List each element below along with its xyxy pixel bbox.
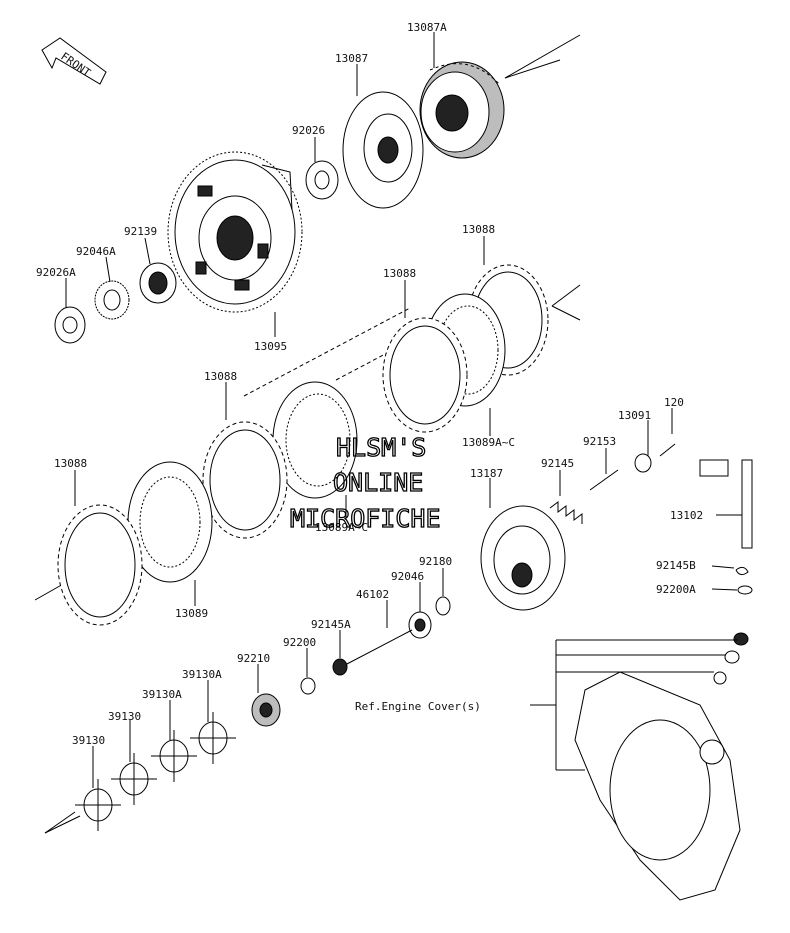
spring-92145 [549, 501, 583, 524]
label-92200A: 92200A [656, 583, 696, 596]
screw-120 [659, 443, 676, 457]
label-13088-mid: 13088 [383, 267, 416, 280]
clutch-hub-13087A [419, 61, 505, 159]
lever-13102 [699, 459, 753, 549]
friction-plate-13088-far [57, 504, 143, 626]
label-92026A: 92026A [36, 266, 76, 279]
engine-cover [574, 671, 741, 901]
part-labels: 13087A 13087 92026 92139 92046A 92026A 1… [36, 21, 703, 747]
watermark: HLSM'S ONLINE MICROFICHE [289, 432, 441, 533]
label-92145A: 92145A [311, 618, 351, 631]
bearing-13091 [634, 453, 652, 473]
leader-lines [65, 32, 742, 788]
spring-92145A [332, 658, 348, 676]
bearing-92046A [94, 280, 130, 320]
label-92046A: 92046A [76, 245, 116, 258]
ref-engine-cover-label: Ref.Engine Cover(s) [355, 700, 481, 713]
spring-92145B [735, 566, 749, 576]
pushrod-46102 [344, 629, 413, 666]
washer-92026A [54, 306, 86, 344]
label-92145B: 92145B [656, 559, 696, 572]
sleeve-92139 [139, 262, 177, 304]
watermark-line-2: ONLINE [333, 468, 423, 497]
label-39130-2: 39130 [72, 734, 105, 747]
label-13088-left: 13088 [204, 370, 237, 383]
label-13088-far: 13088 [54, 457, 87, 470]
label-92046: 92046 [391, 570, 424, 583]
label-46102: 46102 [356, 588, 389, 601]
label-13088-top: 13088 [462, 223, 495, 236]
watermark-line-1: HLSM'S [336, 433, 426, 462]
plate-39130A-1 [190, 712, 236, 764]
label-92153: 92153 [583, 435, 616, 448]
label-13091: 13091 [618, 409, 651, 422]
clutch-housing-13095 [167, 151, 303, 313]
steel-plate-13089-mid [272, 381, 358, 499]
label-92145: 92145 [541, 457, 574, 470]
label-13095: 13095 [254, 340, 287, 353]
label-120: 120 [664, 396, 684, 409]
label-13089: 13089 [175, 607, 208, 620]
ref-bracket [530, 639, 738, 771]
washer-92026 [305, 160, 339, 200]
label-92200: 92200 [283, 636, 316, 649]
label-39130-1: 39130 [108, 710, 141, 723]
steel-plate-13089-left [127, 461, 213, 583]
friction-plate-13088-mid [382, 317, 468, 433]
washer-92180 [435, 596, 451, 616]
label-13089AC-right: 13089A~C [462, 436, 515, 449]
label-13087A: 13087A [407, 21, 447, 34]
label-13087: 13087 [335, 52, 368, 65]
washer-92200A [737, 585, 753, 595]
watermark-line-3: MICROFICHE [290, 504, 441, 533]
label-39130A-1: 39130A [182, 668, 222, 681]
label-13102: 13102 [670, 509, 703, 522]
nut-92210 [251, 693, 281, 727]
label-39130A-2: 39130A [142, 688, 182, 701]
friction-plate-13088-left [202, 421, 288, 539]
label-92026: 92026 [292, 124, 325, 137]
label-92139: 92139 [124, 225, 157, 238]
label-13187: 13187 [470, 467, 503, 480]
label-13089AC-mid: 13089A~C [315, 521, 368, 534]
label-92180: 92180 [419, 555, 452, 568]
plate-13087 [342, 91, 424, 209]
plate-39130A-2 [151, 730, 197, 782]
bearing-92046 [408, 611, 432, 639]
washer-92200 [300, 677, 316, 695]
seal-parts [713, 632, 749, 685]
bolt-92153 [589, 469, 619, 491]
pressure-plate-13187 [480, 505, 566, 611]
plate-39130-2 [75, 779, 121, 831]
front-arrow-icon: FRONT [41, 37, 107, 85]
plate-39130-1 [111, 753, 157, 805]
label-92210: 92210 [237, 652, 270, 665]
